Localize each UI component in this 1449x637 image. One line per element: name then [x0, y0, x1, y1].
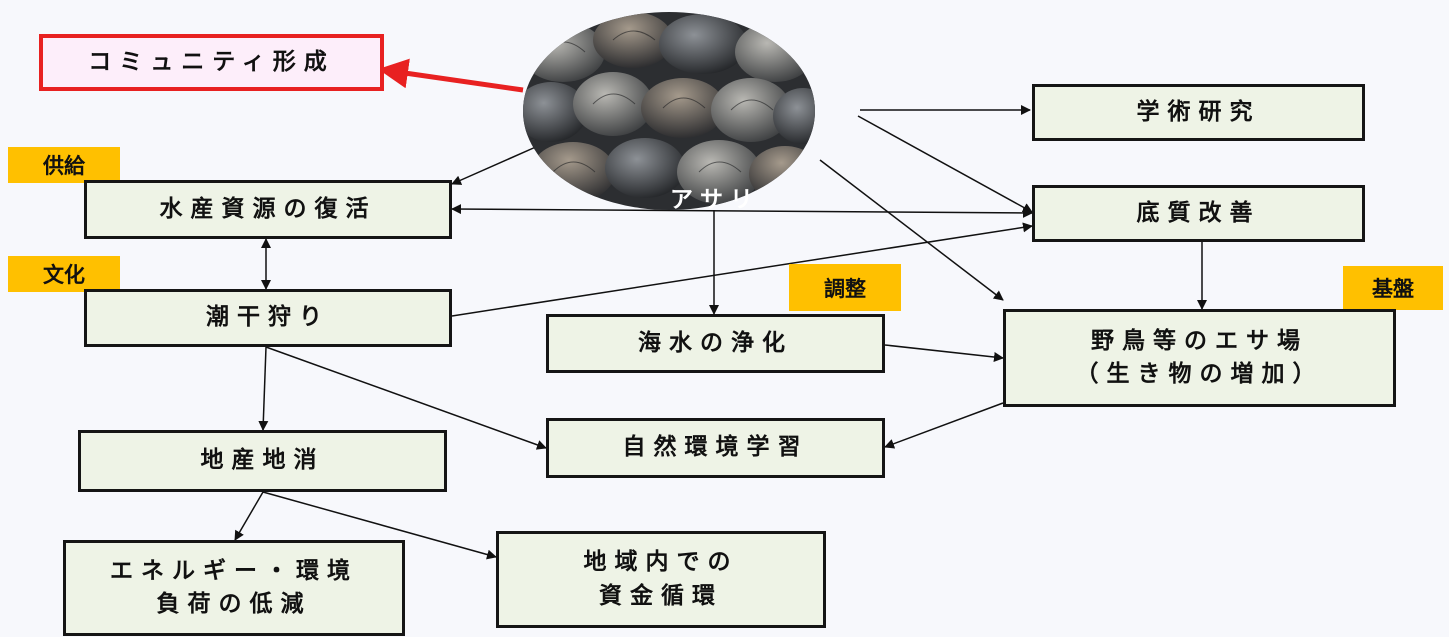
clam-photo [523, 12, 815, 210]
arrow-clamdig-to-local [258, 346, 269, 431]
node-fishery-label: 水産資源の復活 [159, 195, 377, 222]
node-birds-line1: 野鳥等のエサ場 [1091, 327, 1308, 354]
tag-culture-label: 文化 [43, 263, 85, 287]
node-community-label: コミュニティ形成 [88, 48, 335, 75]
node-purify: 海水の浄化 [546, 314, 885, 373]
node-clamdig-label: 潮干狩り [206, 304, 330, 331]
node-community: コミュニティ形成 [39, 34, 384, 91]
node-energy-line1: エネルギー・環境 [110, 557, 358, 584]
arrow-clamdig-to-sediment [451, 222, 1033, 317]
node-purify-label: 海水の浄化 [638, 329, 793, 356]
tag-regulate: 調整 [789, 264, 901, 311]
arrow-clam-to-fishery [451, 145, 539, 185]
arrow-birds-to-nature [884, 402, 1004, 449]
arrow-sediment-fishery [451, 204, 1033, 218]
tag-base: 基盤 [1343, 266, 1443, 310]
clam-label: アサリ [670, 187, 760, 213]
tag-regulate-label: 調整 [824, 276, 866, 301]
node-energy-line2: 負荷の低減 [156, 591, 312, 617]
node-academic-label: 学術研究 [1136, 98, 1261, 125]
node-fishery: 水産資源の復活 [84, 180, 452, 239]
node-funds-line2: 資金循環 [599, 582, 723, 609]
arrow-purify-to-birds [884, 344, 1004, 362]
node-funds-line1: 地域内での [583, 549, 739, 576]
node-clamdig: 潮干狩り [84, 289, 452, 347]
node-academic: 学術研究 [1032, 84, 1365, 141]
tag-supply-label: 供給 [43, 154, 85, 178]
tag-supply: 供給 [8, 147, 120, 183]
node-sediment-label: 底質改善 [1136, 199, 1261, 226]
tag-base-label: 基盤 [1372, 277, 1414, 301]
arrow-local-to-funds [262, 491, 497, 560]
node-birds-line2: （生き物の増加） [1075, 361, 1324, 387]
arrow-clam-to-sediment [857, 115, 1033, 213]
tag-culture: 文化 [8, 256, 120, 292]
node-local-label: 地産地消 [200, 447, 325, 474]
arrow-clam-to-community [378, 58, 524, 93]
node-nature: 自然環境学習 [546, 418, 885, 478]
node-nature-label: 自然環境学習 [622, 434, 809, 461]
arrow-clamdig-to-nature [265, 346, 547, 450]
node-local: 地産地消 [78, 430, 447, 492]
arrow-local-to-energy [234, 491, 264, 541]
arrow-clam-to-birds [819, 159, 1004, 301]
node-birds: 野鳥等のエサ場 （生き物の増加） [1003, 309, 1396, 407]
node-sediment: 底質改善 [1032, 185, 1365, 242]
node-funds: 地域内での 資金循環 [496, 531, 826, 628]
node-energy: エネルギー・環境 負荷の低減 [63, 540, 405, 636]
